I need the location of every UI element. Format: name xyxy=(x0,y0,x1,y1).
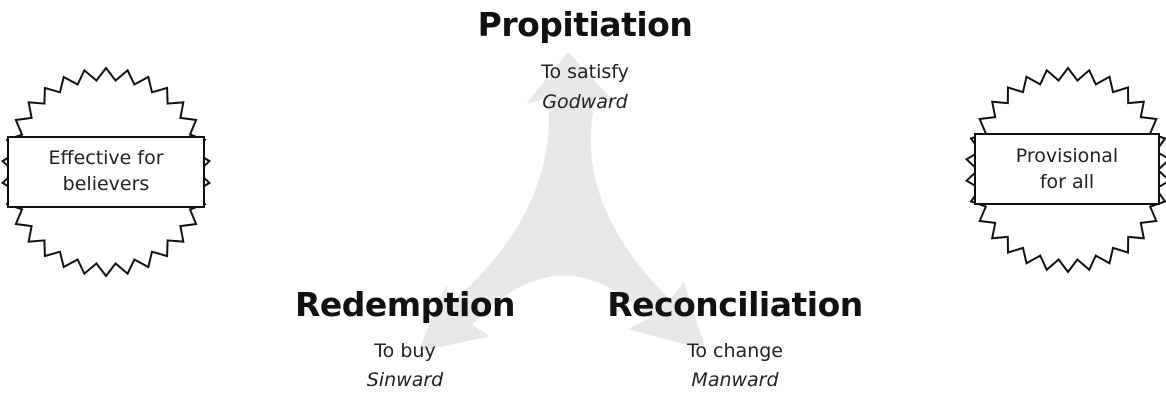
redemption-direction: Sinward xyxy=(366,369,444,391)
seal-left xyxy=(0,66,212,278)
three-way-arrow-shape xyxy=(418,52,706,352)
reconciliation-direction: Manward xyxy=(691,369,779,391)
seal-left-line1: Effective for xyxy=(48,147,164,169)
redemption-meaning: To buy xyxy=(374,340,436,362)
propitiation-direction: Godward xyxy=(542,91,628,113)
banner-right xyxy=(974,133,1160,205)
redemption-title: Redemption xyxy=(294,285,516,324)
reconciliation-meaning: To change xyxy=(687,340,783,362)
seal-right-line1: Provisional xyxy=(1015,145,1119,167)
propitiation-meaning: To satisfy xyxy=(541,61,629,83)
seal-left-line2: believers xyxy=(62,173,150,195)
seal-right xyxy=(964,66,1166,274)
seal-right-line2: for all xyxy=(1039,171,1095,193)
propitiation-title: Propitiation xyxy=(477,5,693,44)
reconciliation-title: Reconciliation xyxy=(607,285,863,324)
banner-left xyxy=(7,136,205,208)
